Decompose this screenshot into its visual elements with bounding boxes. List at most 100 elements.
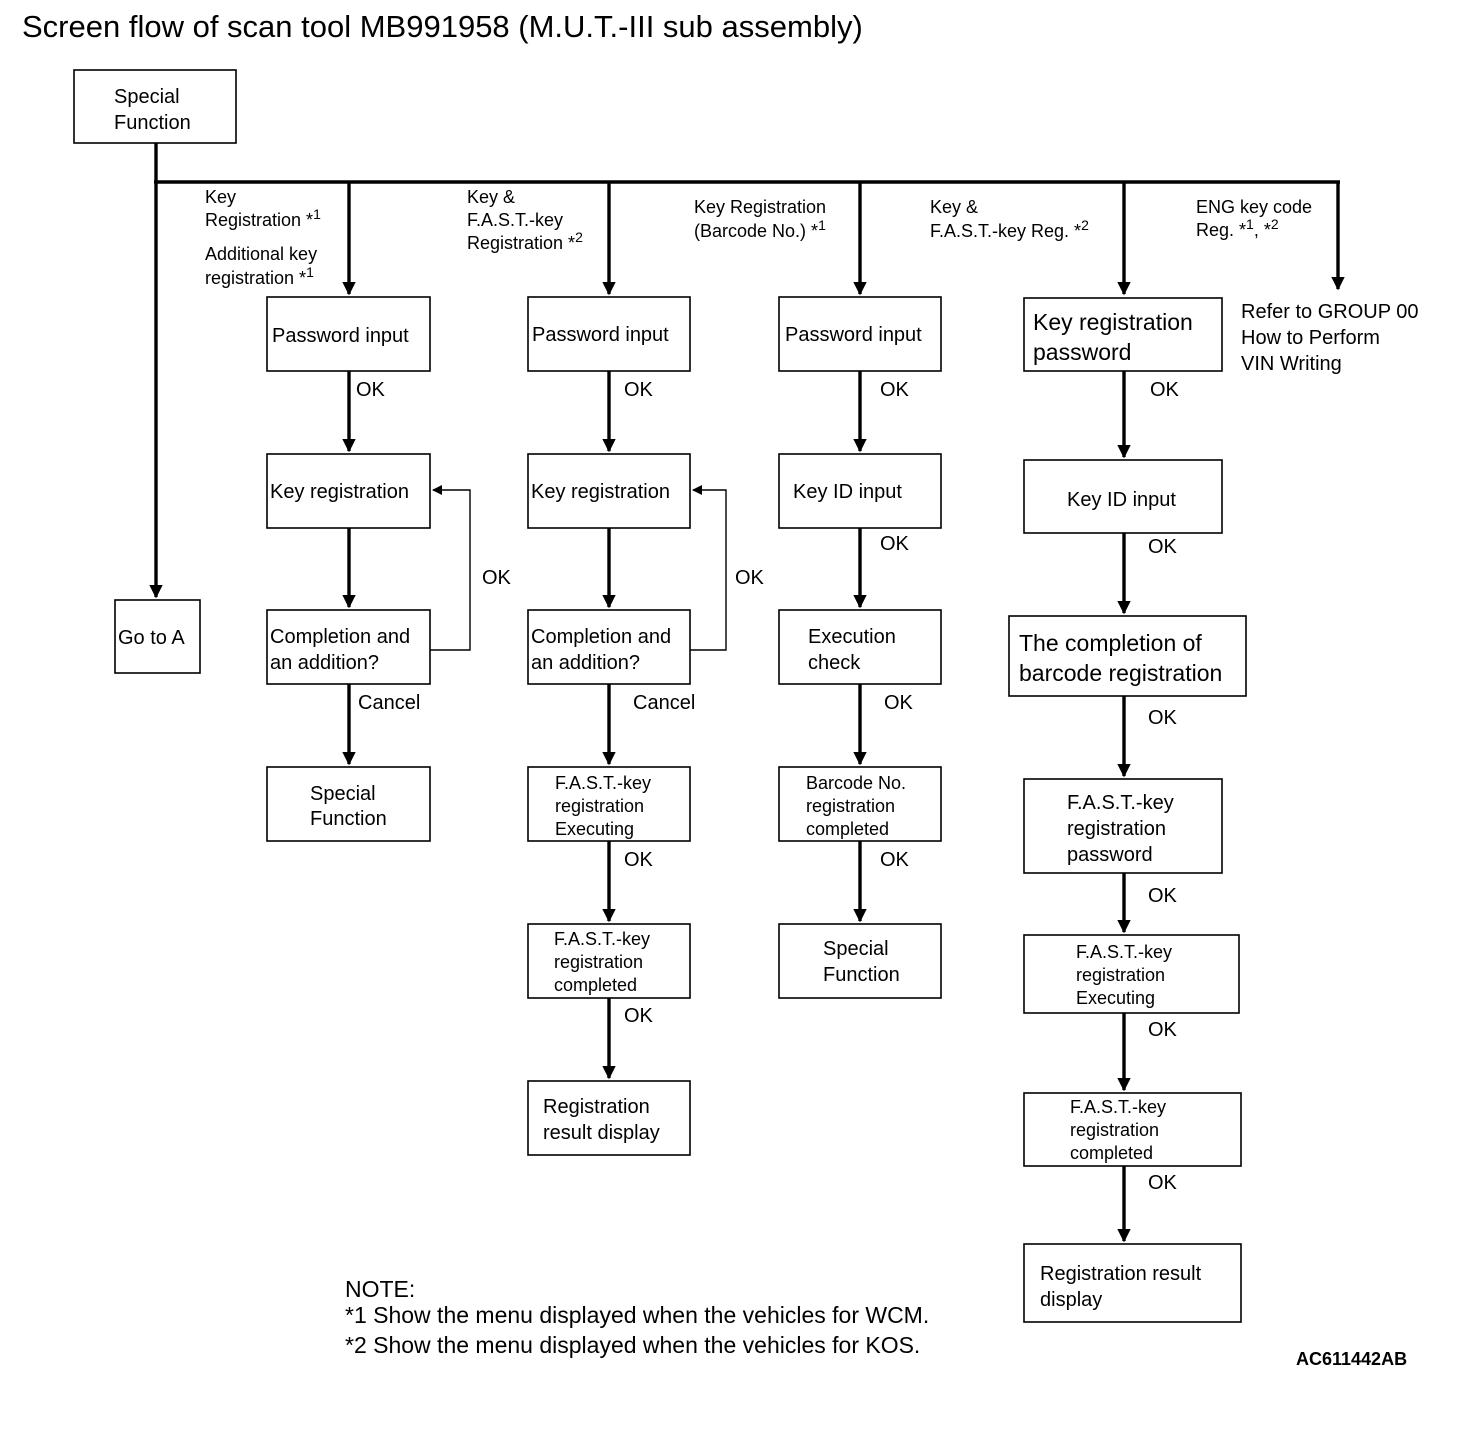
svg-text:registration: registration [555,796,644,816]
branch4-barcode-completion-box: The completion of barcode registration [1008,615,1247,697]
branch1-cancel: Cancel [358,692,420,714]
svg-text:Cancel: Cancel [633,692,695,714]
svg-text:display: display [1040,1289,1102,1311]
branch1-label-b2: registration *1 [205,264,314,288]
svg-text:Key registration: Key registration [531,481,670,503]
branch3-key-id-box: Key ID input [778,453,942,529]
svg-text:Key &: Key & [930,197,978,217]
svg-text:password: password [1067,844,1153,866]
footnotes: NOTE: *1 Show the menu displayed when th… [345,1276,929,1358]
figure-code: AC611442AB [1296,1349,1407,1369]
branch1-loop-arrow [430,485,471,651]
svg-text:Registration result: Registration result [1040,1263,1202,1285]
svg-text:Barcode No.: Barcode No. [806,773,906,793]
svg-text:F.A.S.T.-key: F.A.S.T.-key [467,210,563,230]
branch2-password-box: Password input [527,296,691,372]
svg-text:Key Registration: Key Registration [694,197,826,217]
svg-text:check: check [808,652,861,674]
svg-text:Password input: Password input [272,325,409,347]
svg-text:Password input: Password input [785,324,922,346]
branch4-result-box: Registration result display [1023,1243,1242,1323]
svg-text:completed: completed [1070,1143,1153,1163]
svg-text:Registration *2: Registration *2 [467,229,583,253]
branch5-labels: ENG key code Reg. *1, *2 [1196,197,1312,240]
branch1-ok-loop: OK [482,567,512,589]
go-to-a-label: Go to A [118,627,185,649]
diagram-title: Screen flow of scan tool MB991958 (M.U.T… [22,9,863,44]
svg-text:registration: registration [806,796,895,816]
branch1-completion-box: Completion and an addition? [266,609,431,685]
svg-text:Special: Special [823,938,889,960]
branch4-labels: Key & F.A.S.T.-key Reg. *2 [930,197,1089,241]
svg-text:OK: OK [884,692,914,714]
svg-text:Key &: Key & [467,187,515,207]
branch3-password-box: Password input [778,296,942,372]
go-to-a-box: Go to A [114,599,201,674]
svg-text:Refer to GROUP 00: Refer to GROUP 00 [1241,301,1418,323]
svg-text:Password input: Password input [532,324,669,346]
svg-text:registration: registration [1067,818,1166,840]
branch1-password-box: Password input [266,296,431,372]
branch2-completed-box: F.A.S.T.-key registration completed [527,923,691,999]
branch1-ok-1: OK [356,379,386,401]
branch4-key-id-box: Key ID input [1023,459,1223,534]
branch4-completed-box: F.A.S.T.-key registration completed [1023,1092,1242,1167]
svg-text:OK: OK [735,567,765,589]
svg-text:an addition?: an addition? [531,652,640,674]
svg-text:Function: Function [310,808,387,830]
svg-text:Key ID input: Key ID input [1067,489,1176,511]
svg-text:OK: OK [1150,379,1180,401]
svg-text:barcode registration: barcode registration [1019,660,1222,686]
branch2-result-box: Registration result display [527,1080,691,1156]
svg-text:Function: Function [823,964,900,986]
svg-text:registration: registration [554,952,643,972]
root-line-2: Function [114,112,191,134]
svg-text:OK: OK [624,1005,654,1027]
root-line-1: Special [114,86,180,108]
svg-text:F.A.S.T.-key Reg. *2: F.A.S.T.-key Reg. *2 [930,217,1089,241]
svg-text:VIN Writing: VIN Writing [1241,353,1342,375]
branch3-special-function-box: Special Function [778,923,942,999]
svg-text:Executing: Executing [555,819,634,839]
svg-text:Completion and: Completion and [270,626,410,648]
branch2-executing-box: F.A.S.T.-key registration Executing [527,766,691,842]
svg-text:OK: OK [1148,536,1178,558]
branch2-completion-box: Completion and an addition? [527,609,691,685]
svg-text:completed: completed [806,819,889,839]
svg-text:F.A.S.T.-key: F.A.S.T.-key [1067,792,1174,814]
svg-text:OK: OK [624,379,654,401]
note-heading: NOTE: [345,1276,415,1302]
branch2-labels: Key & F.A.S.T.-key Registration *2 [467,187,583,253]
branch2-loop-arrow [690,485,727,651]
svg-text:registration: registration [1070,1120,1159,1140]
branch2-key-registration-box: Key registration [527,453,691,529]
svg-text:Completion and: Completion and [531,626,671,648]
svg-text:Key ID input: Key ID input [793,481,902,503]
svg-text:OK: OK [880,379,910,401]
svg-text:an addition?: an addition? [270,652,379,674]
branch1-special-function-box: Special Function [266,766,431,842]
svg-text:F.A.S.T.-key: F.A.S.T.-key [555,773,651,793]
svg-text:F.A.S.T.-key: F.A.S.T.-key [554,929,650,949]
svg-text:OK: OK [880,849,910,871]
svg-text:Executing: Executing [1076,988,1155,1008]
branch4-password-box: Key registration password [1023,297,1223,372]
svg-text:Registration: Registration [543,1096,650,1118]
svg-text:Special: Special [310,783,376,805]
svg-text:F.A.S.T.-key: F.A.S.T.-key [1076,942,1172,962]
svg-text:How to Perform: How to Perform [1241,327,1380,349]
svg-text:OK: OK [1148,707,1178,729]
svg-text:(Barcode No.) *1: (Barcode No.) *1 [694,217,826,241]
branch1-labels: Key Registration *1 Additional key regis… [205,187,321,288]
branch1-label-a2: Registration *1 [205,206,321,230]
root-special-function-box: Special Function [73,69,237,144]
svg-text:F.A.S.T.-key: F.A.S.T.-key [1070,1097,1166,1117]
branch3-labels: Key Registration (Barcode No.) *1 [694,197,826,241]
note-line-1: *1 Show the menu displayed when the vehi… [345,1302,929,1328]
note-line-2: *2 Show the menu displayed when the vehi… [345,1332,920,1358]
svg-text:Key registration: Key registration [270,481,409,503]
svg-text:OK: OK [880,533,910,555]
branch3-execution-check-box: Execution check [778,609,942,685]
svg-text:registration: registration [1076,965,1165,985]
